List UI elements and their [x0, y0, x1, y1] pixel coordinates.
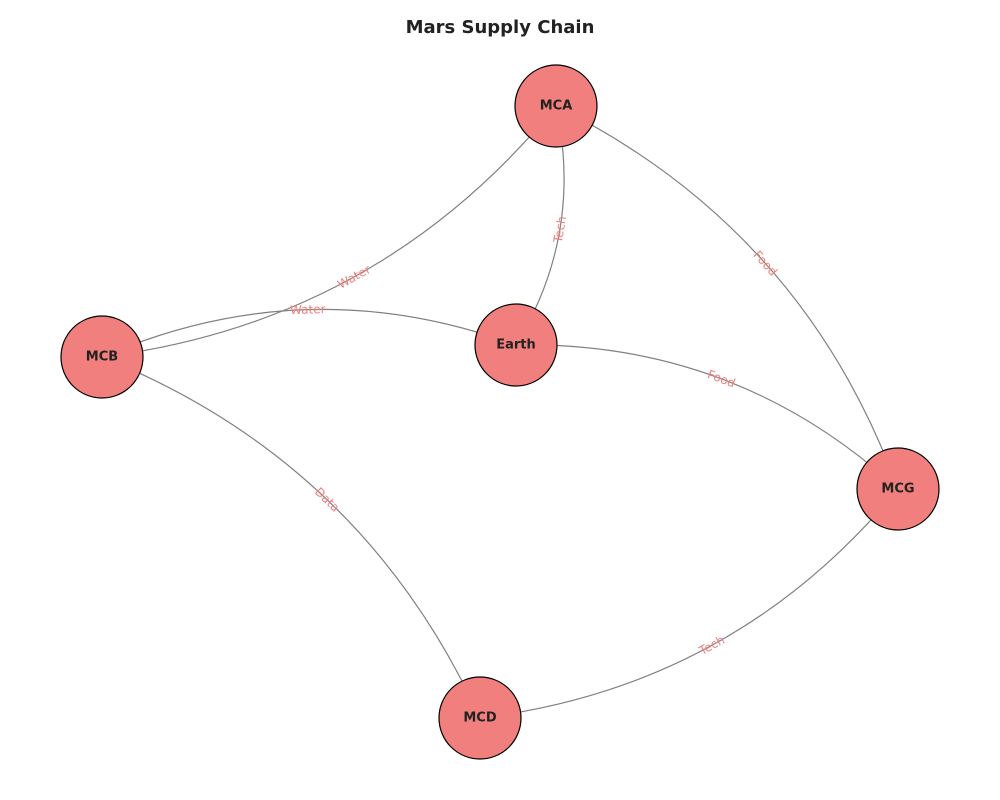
node-mcg: MCG — [856, 447, 940, 531]
node-label-earth: Earth — [496, 338, 536, 353]
edge-label-earth-mcg: Food — [705, 367, 737, 390]
diagram-title: Mars Supply Chain — [406, 17, 595, 38]
node-circle-earth — [474, 303, 558, 387]
edge-label-mcg-mcd: Tech — [696, 633, 727, 659]
node-mcb: MCB — [60, 315, 144, 399]
edge-label-mca-earth: Tech — [551, 215, 569, 245]
node-mcd: MCD — [438, 676, 522, 760]
node-circle-mcd — [438, 676, 522, 760]
node-circle-mcg — [856, 447, 940, 531]
node-mca: MCA — [514, 64, 598, 148]
edge-label-mcb-earth: Water — [290, 302, 326, 317]
edge-mcb-mcd — [101, 356, 481, 719]
node-label-mcg: MCG — [881, 482, 914, 497]
edge-mcb-earth — [101, 308, 517, 358]
node-label-mcd: MCD — [463, 711, 496, 726]
node-earth: Earth — [474, 303, 558, 387]
edge-mcg-mcd — [479, 488, 899, 719]
edge-mca-mcg — [555, 105, 899, 490]
edges-layer — [101, 105, 899, 719]
node-label-mcb: MCB — [86, 350, 118, 365]
node-label-mca: MCA — [540, 99, 573, 114]
edge-mca-mcb — [101, 105, 557, 358]
edge-label-mca-mcg: Food — [750, 248, 780, 279]
edge-label-mca-mcb: Water — [335, 262, 373, 291]
node-circle-mcb — [60, 315, 144, 399]
edge-earth-mcg — [515, 344, 899, 490]
node-circle-mca — [514, 64, 598, 148]
